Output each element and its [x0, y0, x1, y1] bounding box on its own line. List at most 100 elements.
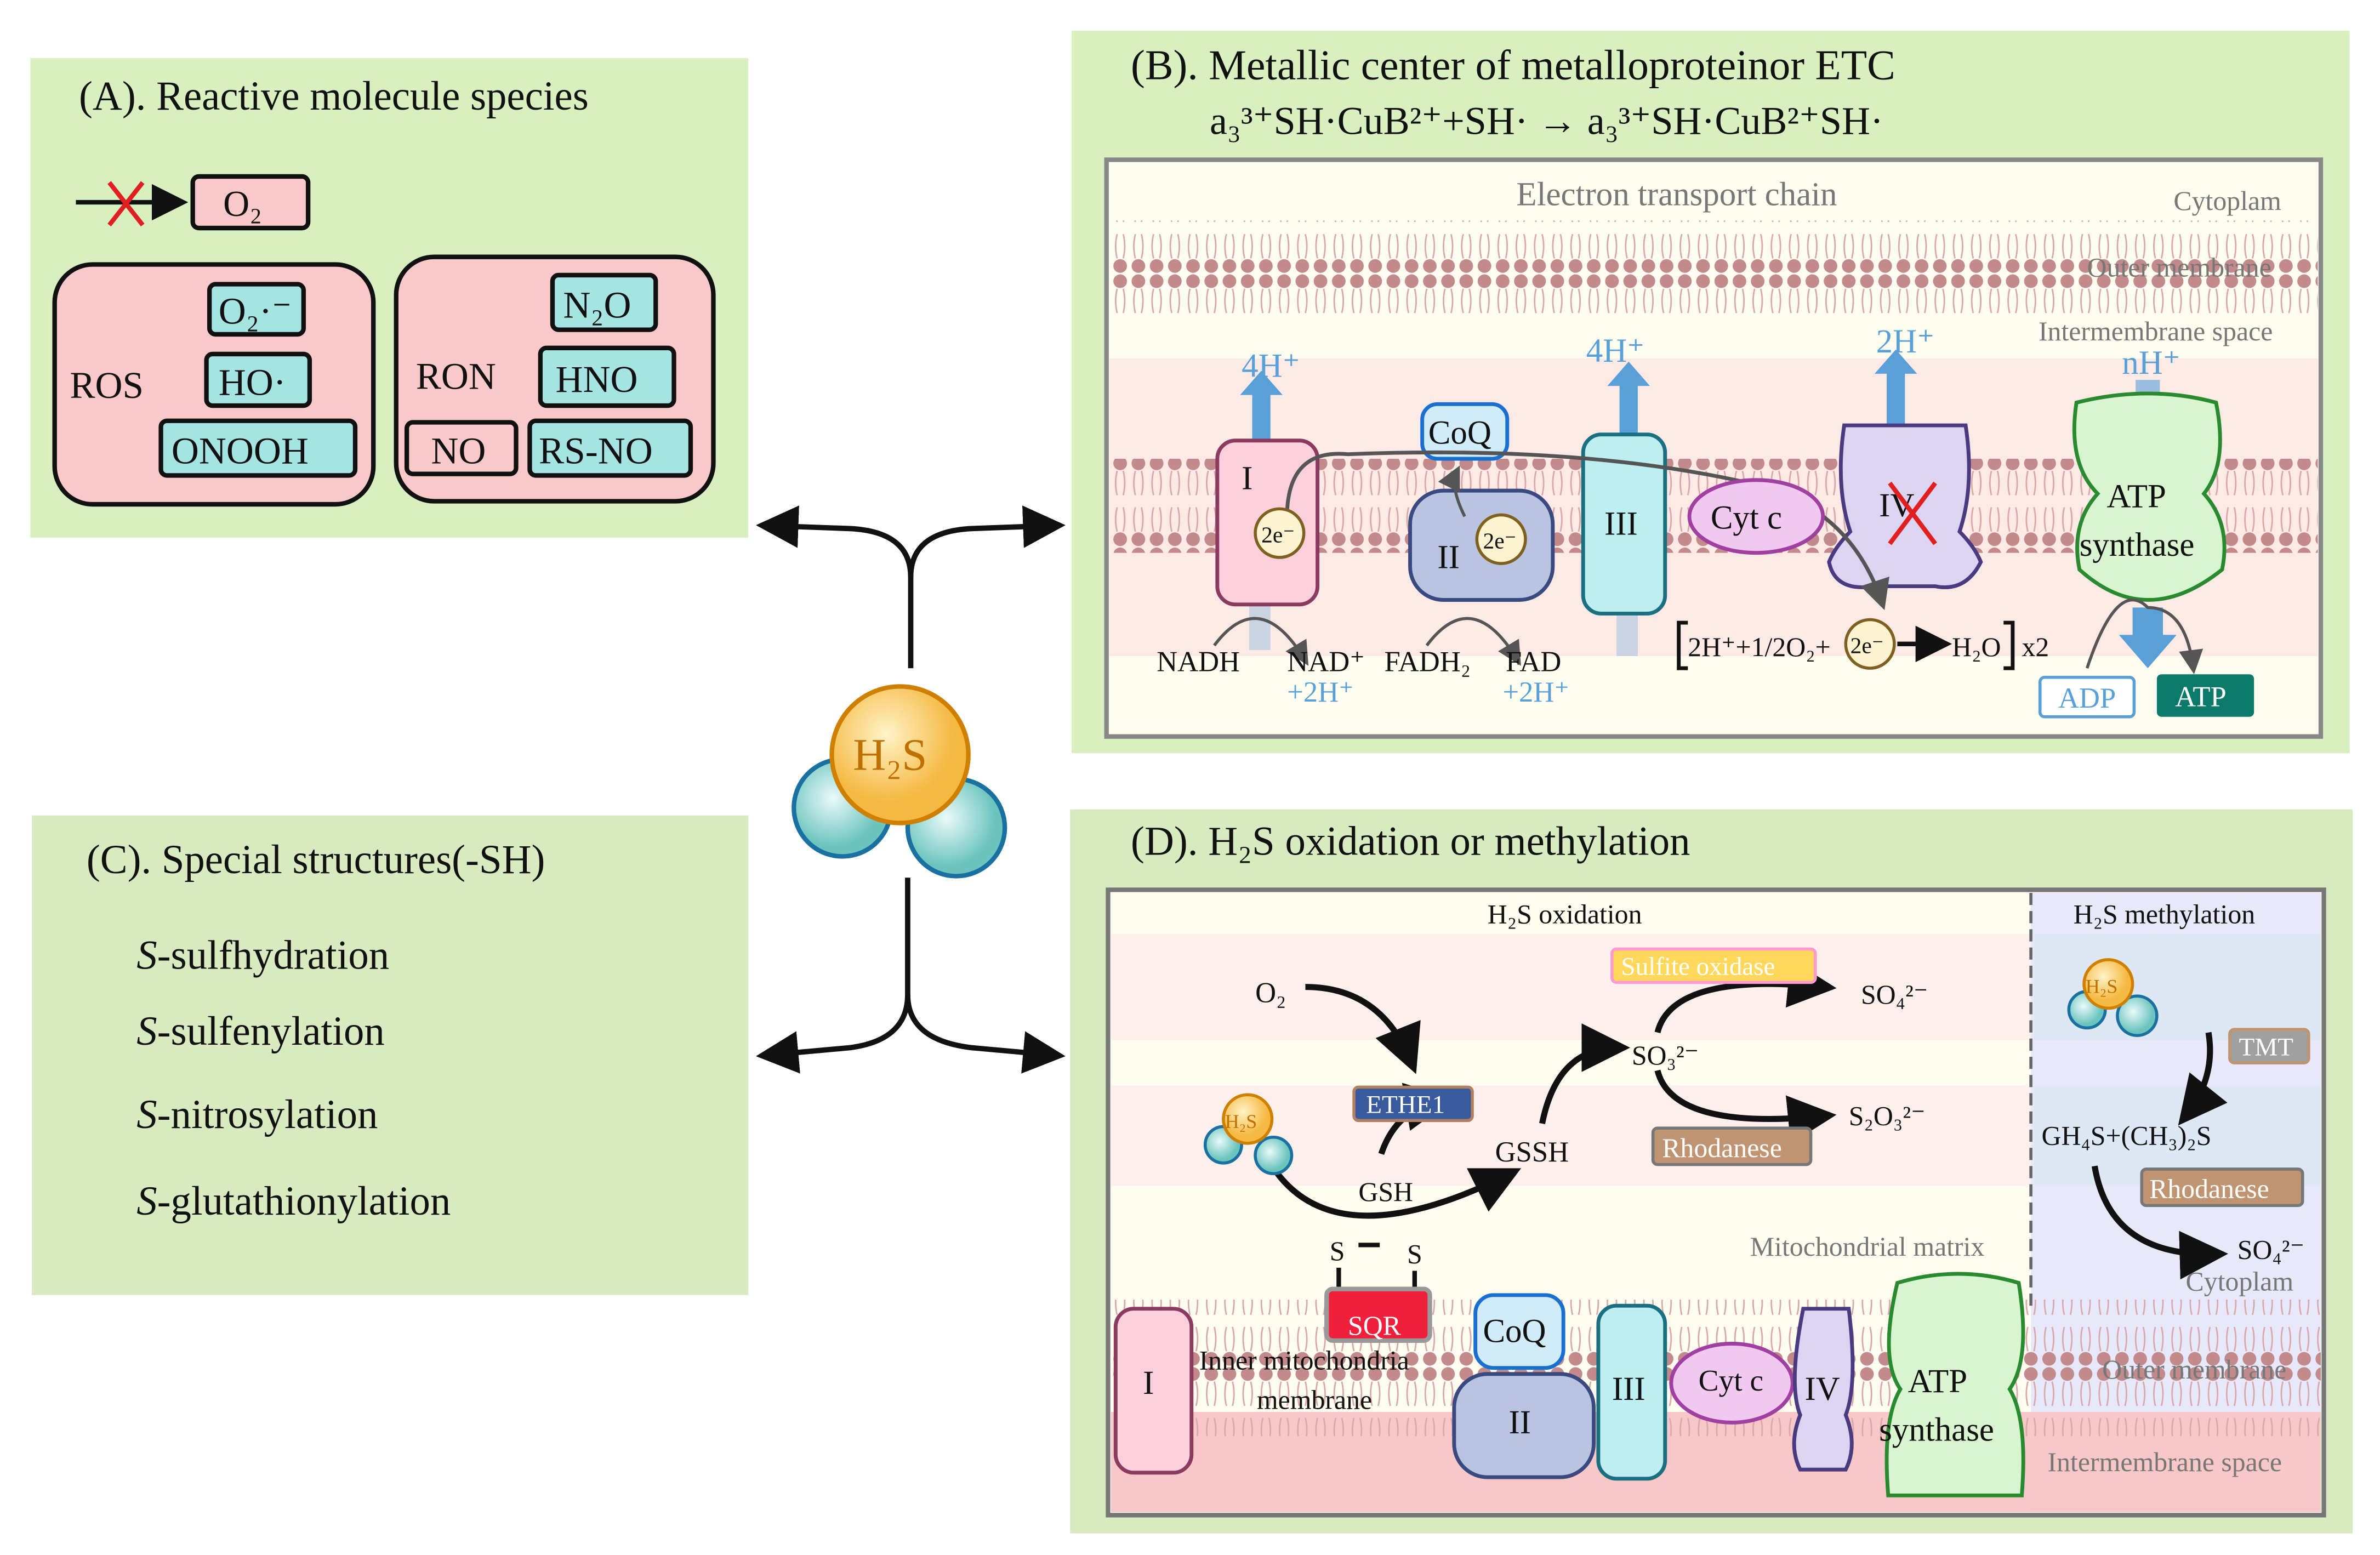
panel-b: (B). Metallic center of metalloproteinor… [1072, 31, 2350, 754]
outer-membrane [1109, 220, 2318, 315]
sh-item: S-nitrosylation [136, 1092, 378, 1137]
fad-protons: +2H⁺ [1502, 676, 1569, 708]
complex-iv [1792, 1307, 1855, 1472]
atp-synthase-label-1: ATP [2107, 479, 2166, 515]
panel-b-title: (B). Metallic center of metalloproteinor… [1131, 42, 1895, 89]
hydroxyl-label: HO· [219, 361, 286, 403]
tmt-badge [2228, 1028, 2310, 1064]
complex-iii [1596, 1303, 1667, 1481]
panel-a-title: (A). Reactive molecule species [79, 73, 589, 119]
superoxide-box [207, 282, 306, 337]
nad-protons: +2H⁺ [1287, 676, 1354, 708]
proton-arrows [1240, 349, 2177, 669]
s2o3: S₂O₃²⁻ [1849, 1101, 1926, 1131]
atp-synthase-label-2: synthase [1879, 1412, 1994, 1449]
sh-item: S-sulfhydration [136, 932, 389, 978]
h2s-label: H₂S [1225, 1110, 1257, 1132]
superoxide-label: O₂·⁻ [219, 290, 292, 332]
cytc-label: Cyt c [1711, 499, 1782, 536]
gh4s: GH₄S+(CH₃)₂S [2041, 1121, 2211, 1151]
complex-iv-label: IV [1804, 1371, 1840, 1408]
complex-i-label: I [1143, 1365, 1154, 1402]
complex-ii-label: II [1437, 539, 1460, 576]
rhodanese-label-2: Rhodanese [2149, 1174, 2269, 1204]
panel-c: (C). Special structures(-SH) S-sulfhydra… [32, 815, 749, 1295]
electron-pair-i [1254, 507, 1306, 559]
panel-d-title: (D). H₂S oxidation or methylation [1131, 819, 1690, 864]
inner-membrane-label-2: membrane [1257, 1385, 1372, 1415]
panel-c-title: (C). Special structures(-SH) [87, 837, 545, 882]
complex-iii-label: III [1604, 505, 1638, 542]
fadh2: FADH₂ [1384, 646, 1471, 678]
nad: NAD⁺ [1287, 646, 1365, 678]
h2s-molecule: H₂S [792, 684, 1007, 879]
no-label: NO [431, 429, 486, 471]
ethe1-label: ETHE1 [1366, 1090, 1445, 1119]
atp-synthase-label-1: ATP [1908, 1363, 1967, 1400]
no-box [404, 420, 519, 476]
outer-membrane-label: Outer membrane [2102, 1354, 2286, 1385]
gsh: GSH [1358, 1177, 1413, 1207]
hno-label: HNO [556, 358, 638, 400]
protons-iv: 2H⁺ [1876, 323, 1935, 360]
o2: O₂ [1255, 977, 1286, 1009]
onooh-box [158, 418, 358, 478]
mito-matrix-label: Mitochondrial matrix [1750, 1232, 1985, 1262]
ethe1-badge [1352, 1085, 1474, 1123]
reaction-electrons: 2e⁻ [1851, 633, 1884, 658]
tmt-label: TMT [2239, 1033, 2293, 1061]
h2s-molecule-methylation: H₂S [2067, 958, 2159, 1038]
etc-label: Electron transport chain [1516, 176, 1837, 213]
onooh-label: ONOOH [172, 429, 309, 471]
reaction-multiplier: x2 [2022, 632, 2049, 662]
intermembrane-label: Intermembrane space [2039, 316, 2273, 346]
protons-atp: nH⁺ [2122, 345, 2180, 381]
oxidation-title: H₂S oxidation [1488, 899, 1642, 929]
n2o-box [550, 272, 658, 332]
cytochrome-c [1669, 1341, 1795, 1425]
h2s-label: H₂S [853, 730, 927, 780]
atp-label: ATP [2175, 681, 2227, 713]
complex-ii [1452, 1372, 1596, 1479]
sulfur-left: S [1330, 1236, 1345, 1266]
so4: SO₄²⁻ [1861, 979, 1928, 1010]
ros-label: ROS [70, 364, 144, 406]
atp-box [2156, 674, 2254, 717]
sh-item: S-glutathionylation [136, 1178, 451, 1224]
outer-membrane-label: Outer membrane [2087, 253, 2271, 283]
h2s-molecule-small: H₂S [1203, 1093, 1294, 1176]
panel-a: (A). Reactive molecule species O₂ ROS O₂… [30, 58, 749, 538]
o2-label: O₂ [223, 184, 262, 224]
sulfur-right: S [1407, 1239, 1422, 1269]
reaction-brackets [1677, 620, 2015, 670]
adp-label: ADP [2058, 682, 2116, 714]
atp-arrow [2085, 598, 2204, 675]
electron-pair-ii [1475, 513, 1527, 565]
h2s-label: H₂S [2086, 976, 2118, 998]
coq-label: CoQ [1483, 1313, 1546, 1350]
sqr [1324, 1286, 1432, 1343]
complex-iii [1581, 432, 1667, 616]
n2o-label: N₂O [563, 283, 631, 326]
cross-icon [107, 181, 145, 227]
cytc-label: Cyt c [1699, 1364, 1763, 1397]
fad: FAD [1506, 646, 1561, 678]
rhodanese-label: Rhodanese [1662, 1133, 1782, 1163]
panel-d: (D). H₂S oxidation or methylation H₂S ox… [1070, 809, 2353, 1534]
sulfite-oxidase-label: Sulfite oxidase [1621, 952, 1775, 981]
cytochrome-c [1687, 478, 1825, 555]
complex-i [1113, 1307, 1194, 1475]
atp-synthase [1884, 1272, 2025, 1497]
intermembrane-label: Intermembrane space [2048, 1447, 2282, 1477]
sh-item: S-sulfenylation [136, 1009, 385, 1054]
rhodanese-badge [1651, 1126, 1813, 1166]
adp-box [2038, 675, 2136, 719]
protons-iii: 4H⁺ [1586, 333, 1645, 369]
rsno-label: RS-NO [539, 429, 653, 471]
cross-icon [1888, 481, 1937, 545]
electron-path [1285, 450, 1889, 611]
atp-synthase [2072, 391, 2227, 602]
hno-box [538, 345, 676, 408]
inner-membrane-label-1: Inner mitochondria [1199, 1345, 1409, 1375]
